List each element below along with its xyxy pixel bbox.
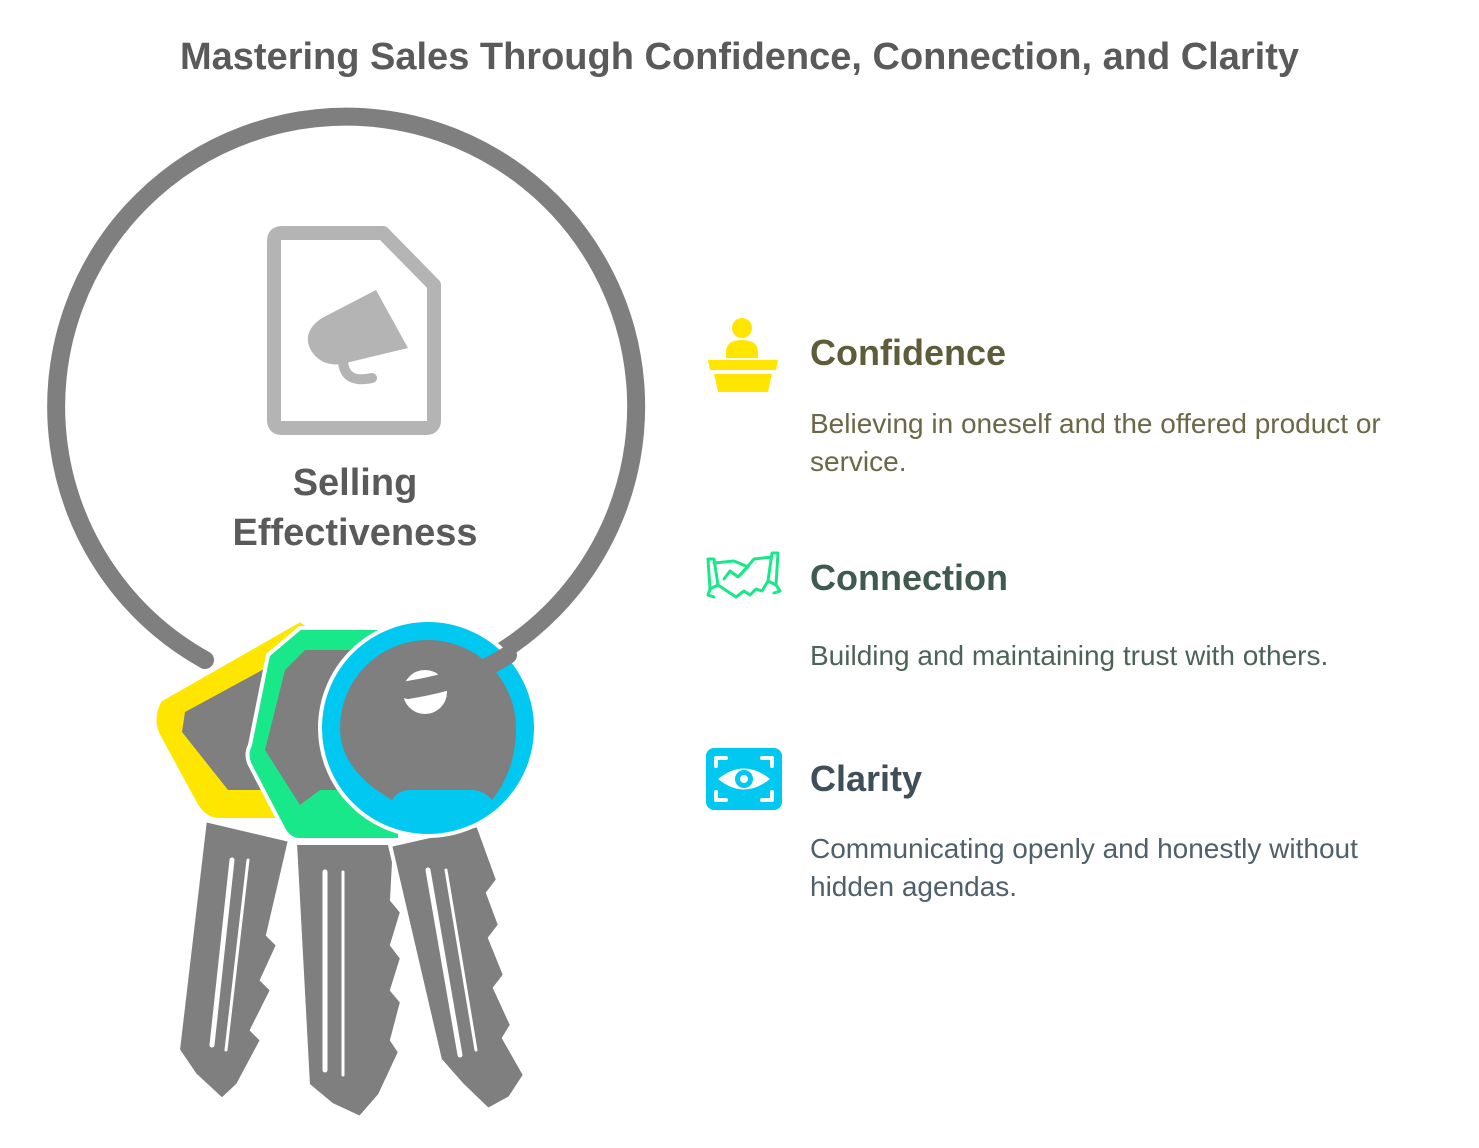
item-description: Believing in oneself and the offered pro… — [810, 408, 1381, 477]
key-blades — [175, 817, 528, 1121]
center-label-line1: Selling — [292, 462, 418, 504]
green-key-blade — [292, 841, 405, 1121]
center-label: Selling Effectiveness — [195, 458, 515, 558]
key-ring — [47, 107, 646, 699]
item-heading: Clarity — [810, 758, 923, 799]
speaker-podium-icon — [708, 318, 778, 392]
item-description: Building and maintaining trust with othe… — [810, 640, 1329, 671]
eye-focus-icon — [706, 748, 782, 810]
ring-through-key — [399, 646, 517, 699]
item-description: Communicating openly and honestly withou… — [810, 833, 1358, 902]
diagram-title: Mastering Sales Through Confidence, Conn… — [179, 36, 1299, 78]
yellow-key-blade — [175, 817, 293, 1103]
handshake-icon — [706, 551, 782, 599]
cyan-key-blade — [387, 822, 528, 1113]
item-heading: Confidence — [810, 332, 1007, 373]
megaphone-document-icon — [267, 226, 441, 435]
item-heading: Connection — [810, 557, 1008, 598]
center-label-line2: Effectiveness — [232, 512, 478, 554]
